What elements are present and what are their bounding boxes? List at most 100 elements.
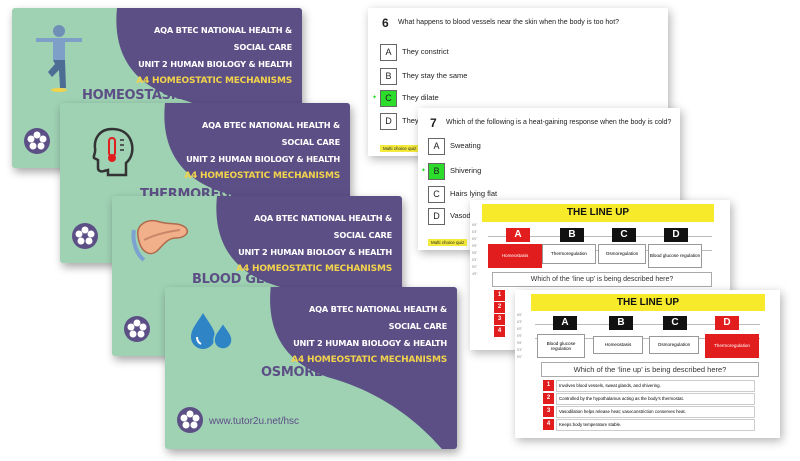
height-scale: 6'6"6'3"6'0"5'9"5'6"5'3"5'0"4'9" bbox=[472, 223, 478, 276]
unit-title: Unit 2 Human Biology & Health bbox=[138, 59, 292, 69]
lineup-letter-d: D bbox=[715, 316, 739, 330]
course-title: AQA BTEC National Health & Social Care bbox=[153, 25, 292, 52]
unit-title: Unit 2 Human Biology & Health bbox=[238, 247, 392, 257]
option-text: Shivering bbox=[450, 166, 482, 175]
lineup-card-homeostasis[interactable]: Homeostasis bbox=[488, 244, 542, 268]
clue-number: 2 bbox=[494, 302, 505, 313]
quiz-footer-tag: Multi choice quiz bbox=[380, 145, 420, 152]
yoga-person-icon bbox=[36, 25, 82, 92]
clue-number: 1 bbox=[543, 380, 554, 391]
tutor2u-logo-icon bbox=[24, 128, 50, 154]
unit-title: Unit 2 Human Biology & Health bbox=[293, 338, 447, 348]
height-scale: 6'6"6'3"6'0"5'9"5'6"5'3"5'0" bbox=[517, 313, 523, 359]
clue-row-2: 2 Controlled by the hypothalamus acting … bbox=[543, 393, 755, 405]
answer-option-b[interactable]: B Shivering bbox=[428, 163, 628, 180]
clue-text: Keeps body temperature stable. bbox=[556, 419, 755, 431]
clue-number: 4 bbox=[494, 326, 505, 337]
divider bbox=[488, 236, 712, 237]
correct-marker-icon: ✦ bbox=[421, 168, 427, 174]
clue-number: 4 bbox=[543, 419, 554, 430]
answer-option-d[interactable]: D They st bbox=[380, 113, 440, 130]
question-text: Which of the following is a heat-gaining… bbox=[446, 119, 672, 126]
option-text: Sweating bbox=[450, 141, 481, 150]
pancreas-icon bbox=[131, 220, 188, 262]
clue-text: Controlled by the hypothalamus acting as… bbox=[556, 393, 755, 405]
question-text: What happens to blood vessels near the s… bbox=[398, 19, 620, 26]
option-letter: D bbox=[380, 113, 397, 130]
lineup-card-thermoregulation[interactable]: Thermoregulation bbox=[705, 334, 759, 358]
clue-row-2: 2 bbox=[494, 302, 518, 313]
answer-option-b[interactable]: B They stay the same bbox=[380, 68, 580, 85]
option-letter: C bbox=[380, 90, 397, 107]
option-letter: B bbox=[428, 163, 445, 180]
lineup-letter-b: B bbox=[609, 316, 633, 330]
lineup-card-blood-glucose[interactable]: Blood glucose regulation bbox=[648, 244, 702, 268]
clue-number: 1 bbox=[494, 290, 505, 301]
answer-option-c[interactable]: C They dilate bbox=[380, 90, 580, 107]
clue-number: 3 bbox=[543, 406, 554, 417]
divider bbox=[535, 338, 760, 339]
lineup-question: Which of the ‘line up’ is being describe… bbox=[541, 362, 759, 377]
slide-osmoregulation: AQA BTEC National Health & Social Care U… bbox=[165, 287, 457, 449]
course-title: AQA BTEC National Health & Social Care bbox=[201, 120, 340, 147]
lineup-letter-b: B bbox=[560, 228, 584, 242]
lineup-card-1: THE LINE UP 6'6"6'3"6'0"5'9"5'6"5'3"5'0"… bbox=[470, 200, 730, 350]
water-drops-icon bbox=[191, 313, 233, 350]
lineup-letter-c: C bbox=[612, 228, 636, 242]
question-number: 7 bbox=[430, 116, 437, 130]
tutor2u-logo-icon bbox=[72, 223, 98, 249]
option-text: Hairs lying flat bbox=[450, 189, 498, 198]
question-number: 6 bbox=[382, 16, 389, 30]
option-text: They stay the same bbox=[402, 71, 468, 80]
lineup-card-osmoregulation[interactable]: Osmoregulation bbox=[598, 244, 646, 264]
clue-row-3: 3 Vasodilation helps release heat; vasoc… bbox=[543, 406, 755, 418]
clue-row-4: 4 bbox=[494, 326, 518, 337]
clue-row-1: 1 Involves blood vessels, sweat glands, … bbox=[543, 380, 755, 392]
clue-number: 3 bbox=[494, 314, 505, 325]
lineup-title: THE LINE UP bbox=[531, 294, 765, 311]
answer-option-c[interactable]: C Hairs lying flat bbox=[428, 186, 628, 203]
clue-row-3: 3 bbox=[494, 314, 518, 325]
lineup-card-homeostasis[interactable]: Homeostasis bbox=[593, 336, 643, 354]
option-letter: D bbox=[428, 208, 445, 225]
option-letter: B bbox=[380, 68, 397, 85]
lineup-card-thermoregulation[interactable]: Thermoregulation bbox=[542, 244, 596, 264]
lineup-letter-c: C bbox=[663, 316, 687, 330]
topic-title: A4 Homeostatic Mechanisms bbox=[236, 264, 392, 274]
clue-number: 2 bbox=[543, 393, 554, 404]
lineup-card-osmoregulation[interactable]: Osmoregulation bbox=[649, 336, 699, 354]
course-title: AQA BTEC National Health & Social Care bbox=[253, 213, 392, 240]
tutor2u-logo-icon bbox=[124, 316, 150, 342]
topic-title: A4 Homeostatic Mechanisms bbox=[136, 76, 292, 86]
lineup-question: Which of the ‘line up’ is being describe… bbox=[492, 272, 712, 287]
clue-text: Involves blood vessels, sweat glands, an… bbox=[556, 380, 755, 392]
lineup-letter-a: A bbox=[506, 228, 530, 242]
answer-option-a[interactable]: A Sweating bbox=[428, 138, 628, 155]
topic-title: A4 Homeostatic Mechanisms bbox=[184, 171, 340, 181]
topic-title: A4 Homeostatic Mechanisms bbox=[291, 355, 447, 365]
option-letter: A bbox=[380, 44, 397, 61]
lineup-card-blood-glucose[interactable]: Blood glucose regulation bbox=[537, 334, 585, 358]
tutor2u-logo-icon bbox=[177, 407, 203, 433]
website-url[interactable]: www.tutor2u.net/hsc bbox=[209, 416, 300, 427]
clue-text: Vasodilation helps release heat; vasocon… bbox=[556, 406, 755, 418]
correct-marker-icon: ✦ bbox=[372, 95, 378, 101]
clue-row-4: 4 Keeps body temperature stable. bbox=[543, 419, 755, 431]
quiz-footer-tag: Multi choice quiz bbox=[428, 239, 468, 246]
option-text: Vasodil bbox=[450, 211, 475, 220]
unit-title: Unit 2 Human Biology & Health bbox=[186, 154, 340, 164]
lineup-title: THE LINE UP bbox=[482, 204, 714, 222]
option-text: They dilate bbox=[402, 93, 439, 102]
clue-row-1: 1 bbox=[494, 290, 518, 301]
answer-option-a[interactable]: A They constrict bbox=[380, 44, 580, 61]
option-text: They constrict bbox=[402, 47, 449, 56]
slide-title: OSMOREGULATION bbox=[261, 365, 395, 380]
purple-swoosh bbox=[270, 287, 457, 449]
answer-option-d[interactable]: D Vasodil bbox=[428, 208, 478, 225]
option-letter: C bbox=[428, 186, 445, 203]
divider bbox=[535, 324, 760, 325]
lineup-letter-a: A bbox=[553, 316, 577, 330]
lineup-letter-d: D bbox=[664, 228, 688, 242]
slide-title: HOMEOSTASIS bbox=[82, 88, 185, 103]
course-title: AQA BTEC National Health & Social Care bbox=[308, 304, 447, 331]
